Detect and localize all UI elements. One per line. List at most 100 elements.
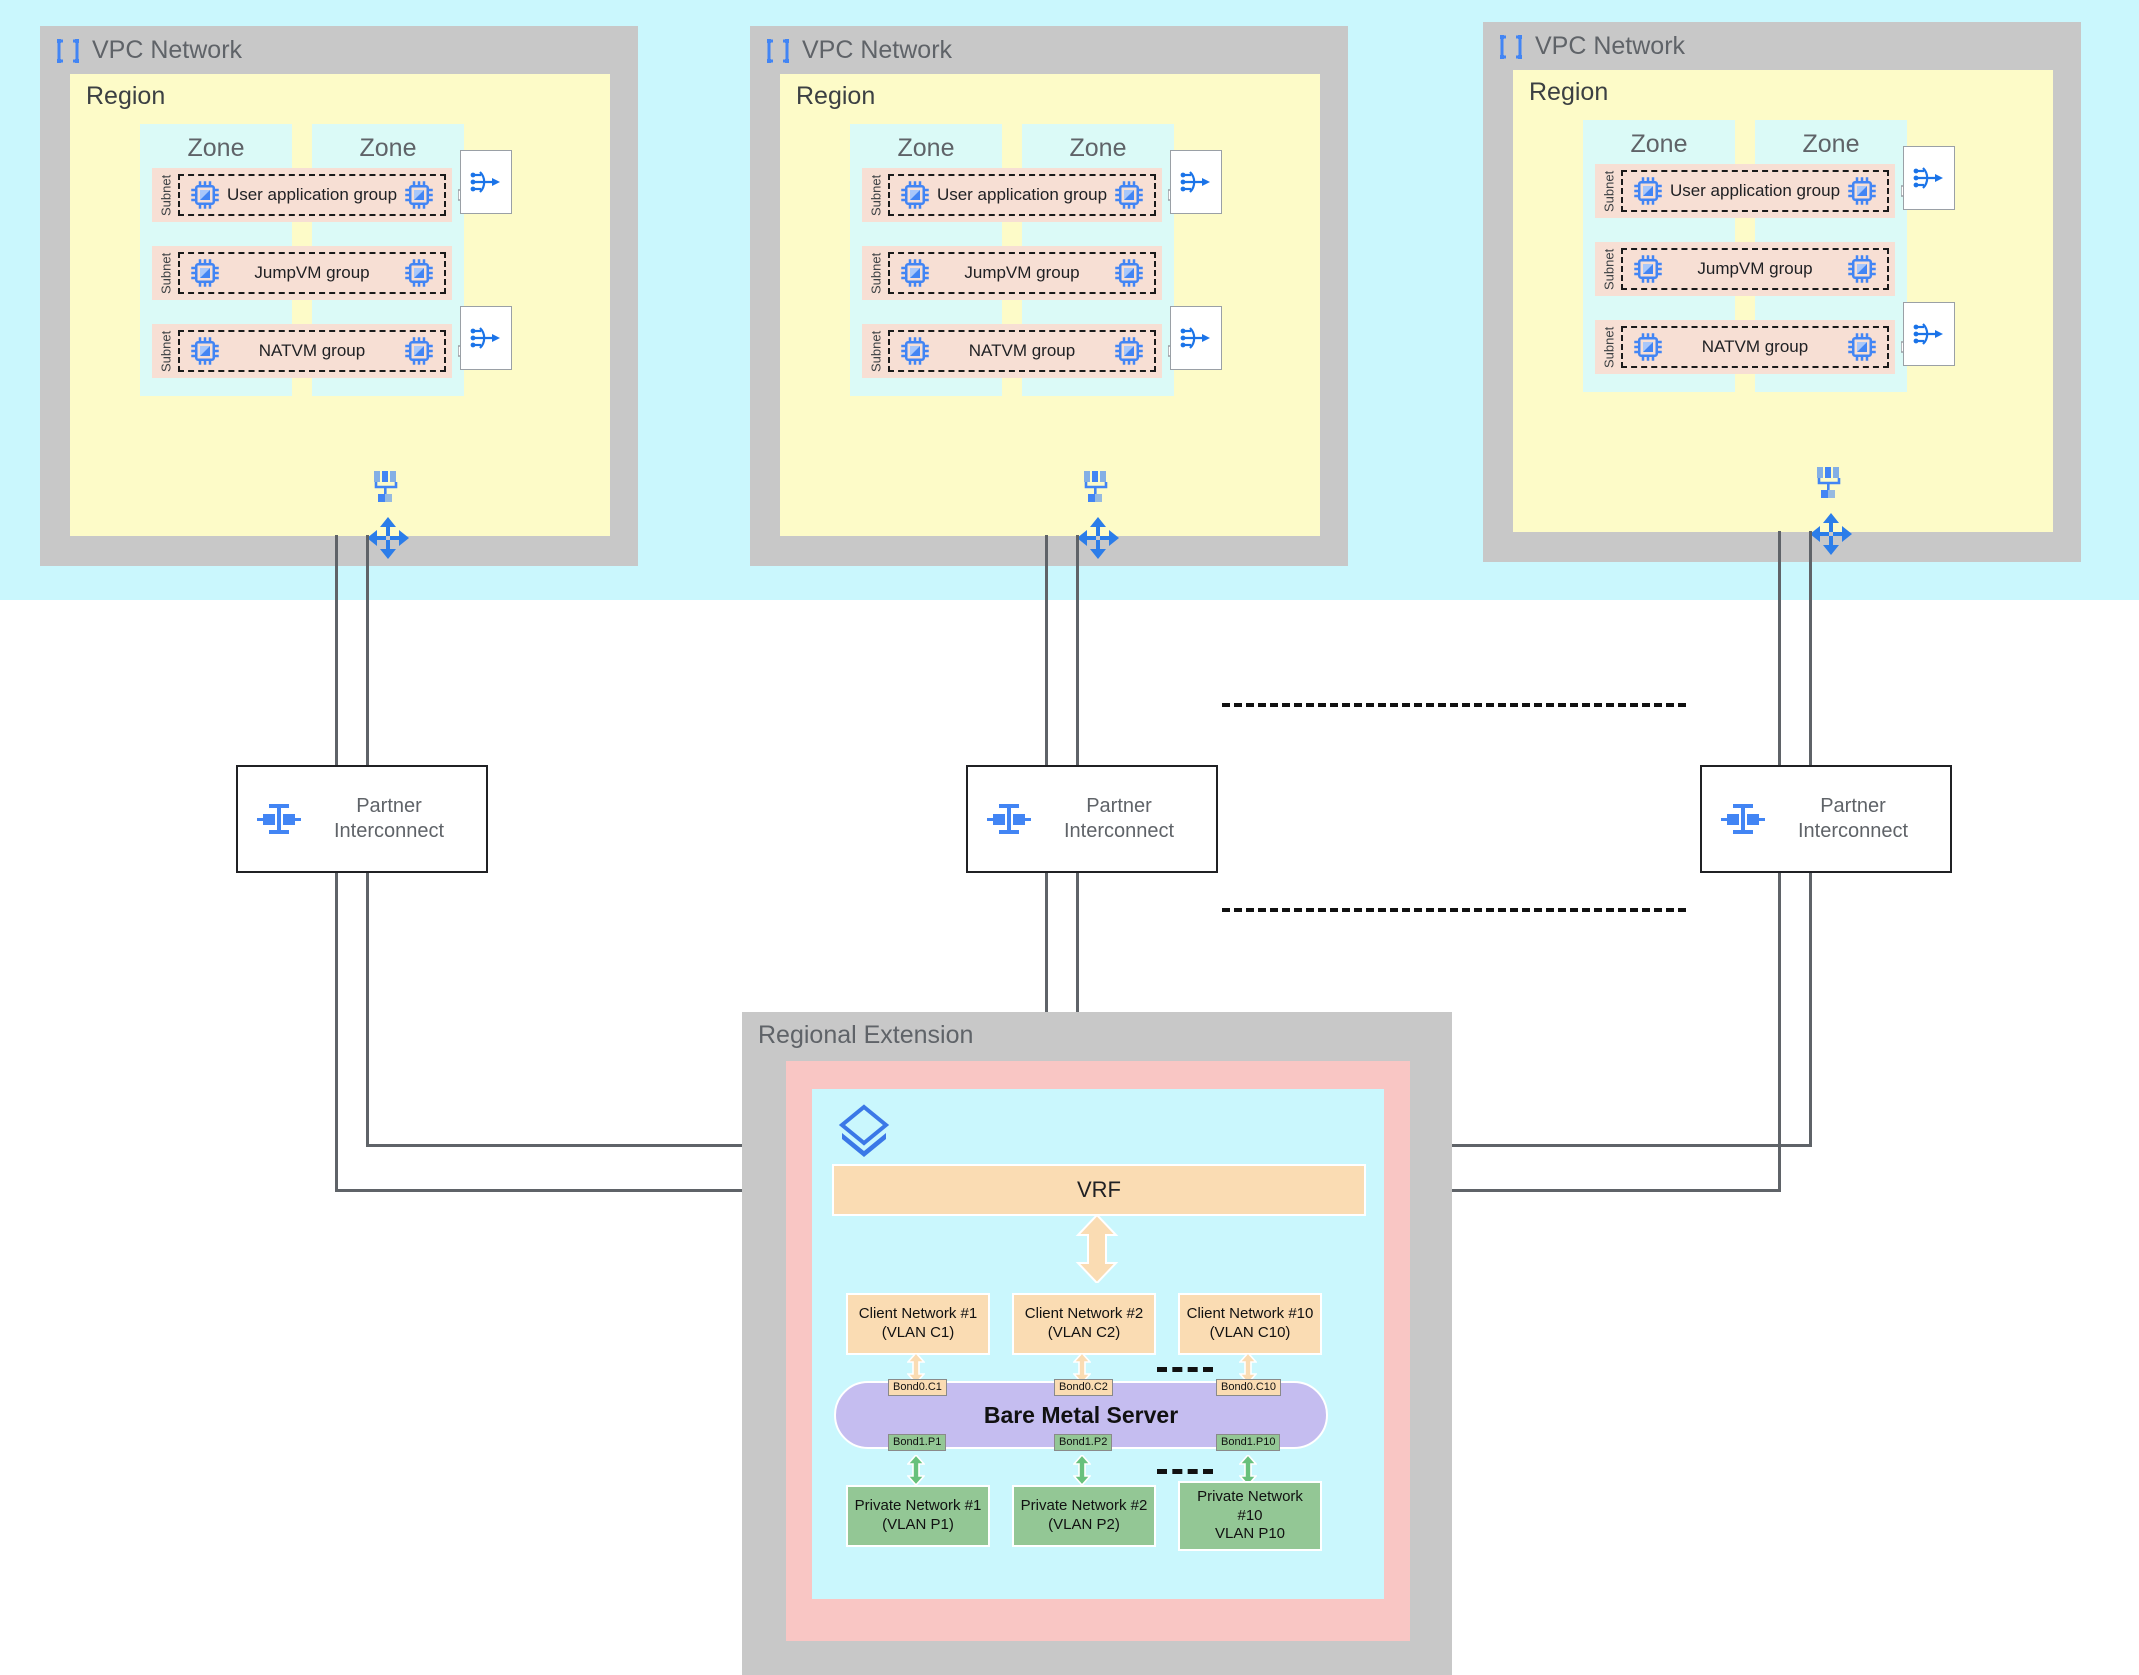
client-net-line1: Client Network #2	[1024, 1305, 1144, 1323]
connector-pi1-right-across	[366, 1144, 856, 1147]
instance-group-label: User application group	[1669, 181, 1841, 200]
private-net-line1: Private Network	[1197, 1487, 1303, 1505]
subnet-row-natvm-1[interactable]: Subnet NATVM group	[152, 324, 452, 378]
subnet-label: Subnet	[158, 330, 174, 372]
subnet-row-natvm-2[interactable]: Subnet NATVM group	[862, 324, 1162, 378]
region-label: Region	[796, 82, 876, 110]
private-network-10[interactable]: Private Network #10 VLAN P10	[1178, 1481, 1322, 1551]
subnet-row-user-app-3[interactable]: Subnet User application group	[1595, 164, 1895, 218]
vpc-network-icon	[764, 37, 792, 65]
bond-label-c2: Bond0.C2	[1054, 1379, 1113, 1397]
connector-pi3-right-across	[1322, 1144, 1812, 1147]
zone-label: Zone	[359, 134, 417, 162]
subnet-row-jumpvm-2[interactable]: Subnet JumpVM group	[862, 246, 1162, 300]
partner-interconnect-3[interactable]: Partner Interconnect	[1700, 765, 1952, 873]
cpu-icon	[1633, 332, 1663, 362]
instance-group-label: User application group	[226, 185, 398, 204]
partner-interconnect-icon	[1720, 802, 1766, 836]
instance-group-user-app[interactable]: User application group	[888, 174, 1156, 216]
subnet-label: Subnet	[1601, 170, 1617, 212]
subnet-label: Subnet	[1601, 326, 1617, 368]
instance-group-natvm[interactable]: NATVM group	[1621, 326, 1889, 368]
private-net-ellipsis	[1157, 1469, 1213, 1474]
connector-vpc2-left	[1045, 535, 1048, 765]
zone-label: Zone	[897, 134, 955, 162]
instance-group-label: User application group	[936, 185, 1108, 204]
subnet-label: Subnet	[868, 174, 884, 216]
cloud-router-icon[interactable]	[1809, 512, 1853, 561]
bond-label-p1: Bond1.P1	[888, 1434, 947, 1452]
region-label: Region	[86, 82, 166, 110]
client-network-1[interactable]: Client Network #1 (VLAN C1)	[846, 1293, 990, 1355]
subnet-row-user-app-1[interactable]: Subnet User application group	[152, 168, 452, 222]
cpu-icon	[1847, 332, 1877, 362]
instance-group-label: NATVM group	[968, 341, 1076, 360]
load-balancer-1a[interactable]	[460, 150, 512, 214]
region-container-1: Region Zone Zone Subnet	[70, 74, 610, 536]
partner-interconnect-2[interactable]: Partner Interconnect	[966, 765, 1218, 873]
partner-interconnect-label: Partner Interconnect	[1032, 794, 1216, 844]
vpc-network-card-2[interactable]: VPC Network Region Zone Zone Subnet	[750, 26, 1348, 566]
load-balancer-3b[interactable]	[1903, 302, 1955, 366]
instance-group-user-app[interactable]: User application group	[1621, 170, 1889, 212]
cpu-icon	[404, 180, 434, 210]
pi-line2: Interconnect	[333, 820, 445, 842]
private-network-1[interactable]: Private Network #1 (VLAN P1)	[846, 1485, 990, 1547]
connector-pi1-left-down	[335, 872, 338, 1192]
bond-label-c1: Bond0.C1	[888, 1379, 947, 1397]
private-net-line2: (VLAN P2)	[1048, 1516, 1120, 1533]
cloud-router-icon[interactable]	[366, 516, 410, 565]
load-balancer-1b[interactable]	[460, 306, 512, 370]
instance-group-jumpvm[interactable]: JumpVM group	[1621, 248, 1889, 290]
subnet-row-natvm-3[interactable]: Subnet NATVM group	[1595, 320, 1895, 374]
cpu-icon	[900, 258, 930, 288]
vpc-title: VPC Network	[1535, 32, 1686, 60]
load-balancer-2b[interactable]	[1170, 306, 1222, 370]
instance-group-jumpvm[interactable]: JumpVM group	[178, 252, 446, 294]
zone-label: Zone	[1802, 130, 1860, 158]
vpc-network-card-3[interactable]: VPC Network Region Zone Zone Subnet	[1483, 22, 2081, 562]
connector-vpc2-right	[1076, 535, 1079, 765]
pi-line1: Partner	[356, 795, 422, 817]
private-network-2[interactable]: Private Network #2 (VLAN P2)	[1012, 1485, 1156, 1547]
ellipsis-separator-top	[1222, 703, 1686, 707]
pi-line2: Interconnect	[1797, 820, 1909, 842]
regional-extension-inner-pink: VRF Client Network #1 (VLAN C1) Client N…	[786, 1061, 1410, 1641]
vpc-network-card-1[interactable]: VPC Network Region Zone Zone Subnet	[40, 26, 638, 566]
connector-pi3-left-across	[1322, 1189, 1781, 1192]
subnet-row-jumpvm-3[interactable]: Subnet JumpVM group	[1595, 242, 1895, 296]
cpu-icon	[1114, 180, 1144, 210]
vpc-network-icon	[1497, 33, 1525, 61]
cpu-icon	[190, 258, 220, 288]
cpu-icon	[1847, 254, 1877, 284]
cloud-router-icon[interactable]	[1076, 516, 1120, 565]
regional-extension-card[interactable]: Regional Extension VRF Client Network #1	[742, 1012, 1452, 1675]
instance-group-user-app[interactable]: User application group	[178, 174, 446, 216]
instance-group-natvm[interactable]: NATVM group	[178, 330, 446, 372]
pi-line1: Partner	[1820, 795, 1886, 817]
regional-extension-title: Regional Extension	[758, 1021, 974, 1049]
private-net-line2: (VLAN P1)	[882, 1516, 954, 1533]
instance-group-natvm[interactable]: NATVM group	[888, 330, 1156, 372]
partner-interconnect-1[interactable]: Partner Interconnect	[236, 765, 488, 873]
load-balancer-2a[interactable]	[1170, 150, 1222, 214]
connector-pi1-left-across	[335, 1189, 855, 1192]
bond-label-p2: Bond1.P2	[1054, 1434, 1113, 1452]
connector-vpc1-right	[366, 535, 369, 765]
vpc-title: VPC Network	[802, 36, 953, 64]
cpu-icon	[1847, 176, 1877, 206]
connector-pi1-right-down	[366, 872, 369, 1147]
region-container-2: Region Zone Zone Subnet	[780, 74, 1320, 536]
instance-group-jumpvm[interactable]: JumpVM group	[888, 252, 1156, 294]
vrf-box[interactable]: VRF	[832, 1164, 1366, 1216]
client-network-10[interactable]: Client Network #10 (VLAN C10)	[1178, 1293, 1322, 1355]
private-net-line1: Private Network #1	[854, 1497, 982, 1515]
subnet-row-jumpvm-1[interactable]: Subnet JumpVM group	[152, 246, 452, 300]
client-network-2[interactable]: Client Network #2 (VLAN C2)	[1012, 1293, 1156, 1355]
region-label: Region	[1529, 78, 1609, 106]
subnet-label: Subnet	[868, 252, 884, 294]
load-balancer-3a[interactable]	[1903, 146, 1955, 210]
cpu-icon	[1633, 176, 1663, 206]
cpu-icon	[1114, 258, 1144, 288]
subnet-row-user-app-2[interactable]: Subnet User application group	[862, 168, 1162, 222]
